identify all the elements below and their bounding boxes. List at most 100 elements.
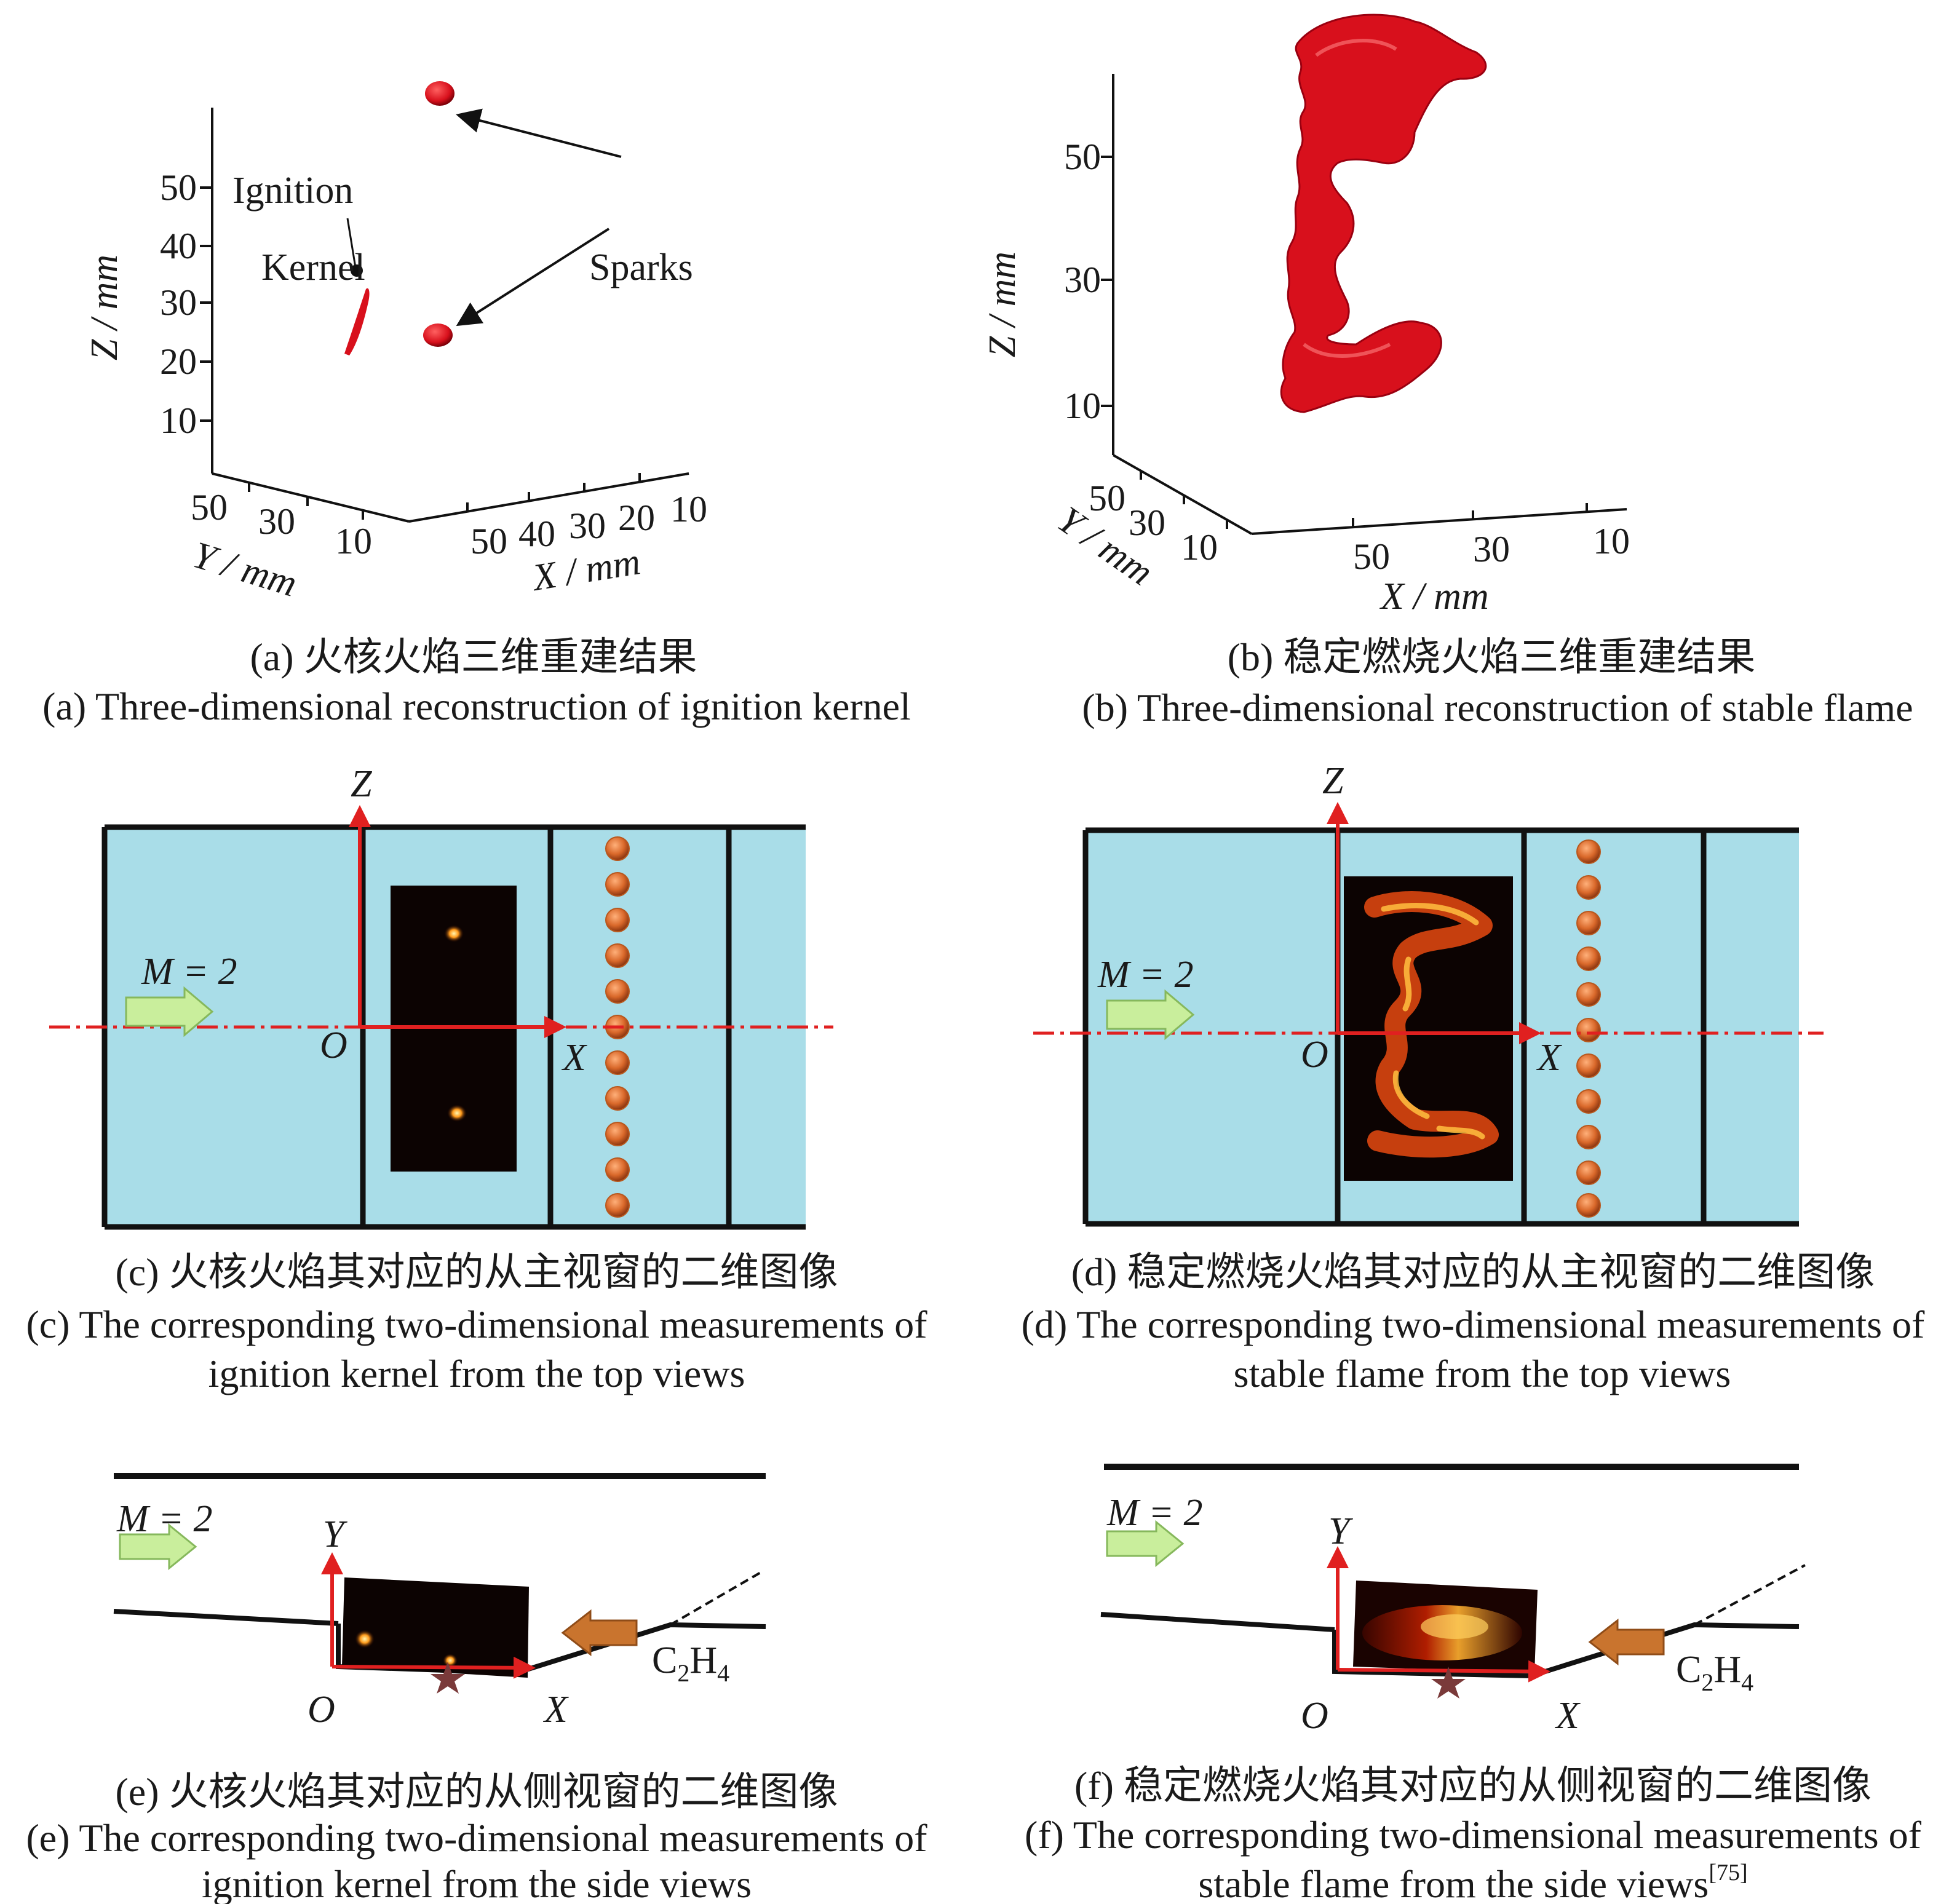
x-axis-title: X / mm: [1379, 576, 1489, 617]
panel-b-axes: [1101, 74, 1627, 535]
x-tick-label: 20: [618, 498, 655, 538]
panel-f: M = 2 C2H4 Y O X (f) 稳定燃烧火焰其对应的从侧视窗的二维图像…: [1025, 1464, 1922, 1904]
y-tick-label: 10: [1181, 527, 1218, 568]
y-tick-label: 30: [258, 501, 295, 542]
caption-d-en-1: (d) The corresponding two-dimensional me…: [1022, 1303, 1925, 1346]
flow-arrow-icon: [1106, 1520, 1185, 1568]
x-tick-label: 40: [518, 514, 555, 554]
label-kernel: Kernel: [261, 247, 365, 288]
y-axis-label: Y: [323, 1513, 347, 1555]
panel-a-z-ticks: 50 40 30 20 10: [160, 167, 197, 441]
panel-e: M = 2 C2H4 Y O X (e) 火核火焰其对应的从侧视窗的二维图像 (…: [26, 1473, 927, 1904]
panel-b: 50 30 10 Z / mm 50 30 10 Y / mm 50 30 10…: [982, 14, 1913, 729]
z-axis-label: Z: [1322, 760, 1344, 802]
origin-label: O: [1301, 1034, 1328, 1076]
z-axis-title: Z / mm: [982, 252, 1023, 357]
fuel-h: H: [1713, 1649, 1741, 1691]
x-tick-label: 30: [1473, 529, 1510, 569]
spark-plug-row: [605, 836, 630, 1218]
origin-label: O: [308, 1689, 335, 1731]
flow-arrow-icon: [1106, 989, 1195, 1041]
y-tick-label: 30: [1129, 502, 1165, 543]
panel-b-x-ticks: 50 30 10: [1353, 521, 1630, 577]
y-axis-title: Y / mm: [188, 534, 302, 605]
caption-a-cn: (a) 火核火焰三维重建结果: [250, 635, 697, 679]
fuel-sub: 4: [1741, 1668, 1753, 1696]
caption-d-cn: (d) 稳定燃烧火焰其对应的从主视窗的二维图像: [1071, 1250, 1875, 1294]
z-tick-label: 50: [160, 167, 197, 208]
caption-e-cn: (e) 火核火焰其对应的从侧视窗的二维图像: [115, 1770, 838, 1814]
star-icon: [431, 1662, 465, 1694]
fuel-sub: 2: [1701, 1668, 1713, 1696]
fuel-label: C2H4: [652, 1640, 729, 1687]
y-tick-label: 10: [335, 521, 372, 561]
caption-c-cn: (c) 火核火焰其对应的从主视窗的二维图像: [115, 1250, 838, 1294]
fuel-c: C: [652, 1640, 677, 1681]
fuel-label: C2H4: [1676, 1649, 1753, 1696]
label-ignition: Ignition: [232, 170, 353, 212]
caption-c-en-1: (c) The corresponding two-dimensional me…: [26, 1303, 927, 1346]
caption-d-en-2: stable flame from the top views: [1234, 1352, 1731, 1395]
kernel-spot: [355, 1630, 375, 1648]
x-axis-label: X: [1554, 1695, 1581, 1737]
caption-e-en-2: ignition kernel from the side views: [202, 1862, 752, 1904]
z-tick-label: 20: [160, 341, 197, 382]
caption-f-en-1: (f) The corresponding two-dimensional me…: [1025, 1813, 1922, 1857]
z-axis-label: Z: [351, 763, 372, 805]
panel-b-y-ticks: 50 30 10: [1089, 478, 1218, 568]
panel-d: M = 2 Z O X (d) 稳定燃烧火焰其对应的从主视窗的二维图像 (d) …: [1022, 760, 1925, 1395]
x-tick-label: 10: [1593, 521, 1630, 561]
y-tick-label: 50: [1089, 478, 1125, 518]
y-axis-label: Y: [1328, 1510, 1353, 1552]
panel-a: 50 40 30 20 10 Z / mm 50 30 10 Y / mm 50…: [42, 81, 911, 728]
z-axis-title: Z / mm: [84, 255, 125, 360]
fuel-sub: 2: [677, 1659, 689, 1687]
flow-arrow-icon: [119, 1523, 197, 1571]
caption-c-en-2: ignition kernel from the top views: [208, 1352, 745, 1395]
z-tick-label: 10: [1064, 386, 1101, 426]
caption-b-en: (b) Three-dimensional reconstruction of …: [1082, 686, 1913, 729]
y-tick-label: 50: [191, 487, 228, 528]
caption-f-en-2-text: stable flame from the side views: [1198, 1862, 1709, 1904]
x-tick-label: 10: [670, 489, 707, 530]
origin-label: O: [320, 1025, 347, 1066]
caption-a-en: (a) Three-dimensional reconstruction of …: [42, 684, 911, 728]
kernel-spot: [447, 1105, 467, 1122]
x-axis-label: X: [561, 1037, 587, 1079]
origin-label: O: [1301, 1695, 1328, 1737]
z-tick-label: 50: [1064, 137, 1101, 177]
flow-arrow-icon: [125, 986, 214, 1037]
panel-c: M = 2 Z O X (c) 火核火焰其对应的从主视窗的二维图像 (c) Th…: [26, 763, 927, 1395]
stable-flame-3d-shape: [1280, 14, 1487, 413]
x-axis-label: X: [542, 1689, 569, 1731]
fuel-injection-arrow-icon: [561, 1609, 638, 1657]
panel-a-axes: [200, 108, 689, 523]
caption-b-cn: (b) 稳定燃烧火焰三维重建结果: [1228, 635, 1756, 679]
x-tick-label: 30: [569, 506, 606, 546]
caption-e-en-1: (e) The corresponding two-dimensional me…: [26, 1816, 927, 1860]
z-tick-label: 40: [160, 226, 197, 266]
fuel-c: C: [1676, 1649, 1701, 1691]
z-tick-label: 10: [160, 400, 197, 441]
kernel-spot: [443, 1654, 458, 1667]
panel-b-z-ticks: 50 30 10: [1064, 137, 1101, 426]
x-axis-label: X: [1536, 1037, 1562, 1079]
citation: [75]: [1709, 1860, 1747, 1886]
measurement-window: [342, 1577, 529, 1678]
spark-bottom: [423, 323, 453, 347]
x-tick-label: 50: [470, 521, 507, 561]
panel-a-x-ticks: 50 40 30 20 10: [470, 489, 707, 561]
ignition-kernel-shape: [344, 288, 370, 355]
z-tick-label: 30: [1064, 260, 1101, 300]
star-icon: [1431, 1667, 1466, 1699]
mach-label: M = 2: [1106, 1492, 1202, 1534]
z-tick-label: 30: [160, 282, 197, 323]
spark-top: [425, 81, 455, 106]
x-tick-label: 50: [1353, 536, 1390, 577]
fuel-h: H: [689, 1640, 717, 1681]
kernel-spot: [444, 925, 464, 942]
fuel-sub: 4: [717, 1659, 729, 1687]
mach-label: M = 2: [116, 1498, 212, 1540]
label-sparks: Sparks: [589, 247, 693, 288]
mach-label: M = 2: [1097, 954, 1193, 996]
